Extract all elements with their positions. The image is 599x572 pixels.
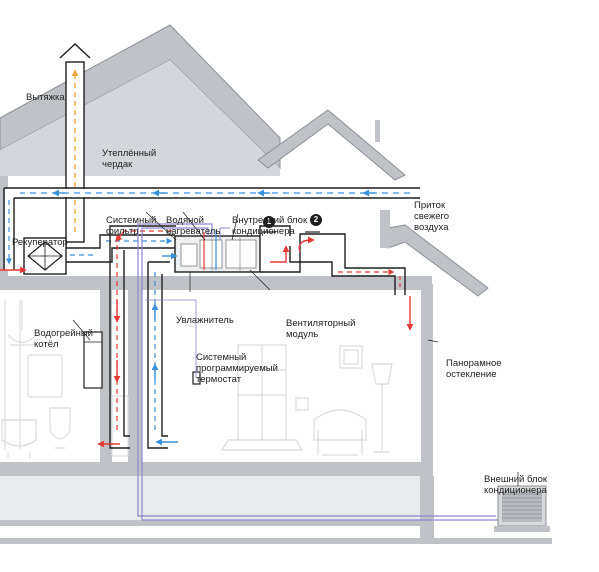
badge-two: 2 — [310, 214, 322, 226]
ceiling-slab — [0, 276, 432, 290]
exterior-wall — [421, 284, 433, 470]
outlet-duct — [259, 225, 414, 331]
vertical-duct-left — [97, 236, 130, 449]
floor-slab — [0, 462, 433, 476]
recuperator-unit — [23, 237, 67, 275]
hvac-main-housing — [174, 235, 261, 273]
partition-wall-center — [128, 290, 142, 462]
partition-wall-left — [100, 290, 112, 462]
fresh-air-duct — [3, 187, 420, 270]
thermostat-device — [192, 371, 201, 385]
vertical-duct-right — [147, 252, 178, 449]
badge-one: 1 — [263, 216, 275, 228]
water-boiler — [83, 331, 103, 389]
interior-decor — [1, 300, 393, 458]
ground-line — [0, 538, 552, 544]
porch-roof — [380, 210, 489, 297]
foundation — [0, 476, 433, 520]
label-exhaust: Вытяжка — [26, 92, 65, 103]
supply-duct-top-left — [109, 225, 176, 243]
label-recuperator: Рекуператор — [12, 237, 68, 248]
leader-lines — [72, 187, 519, 486]
second-gable — [257, 109, 406, 181]
label-humidifier: Увлажнитель — [176, 315, 234, 326]
outdoor-ac-unit — [494, 485, 550, 532]
